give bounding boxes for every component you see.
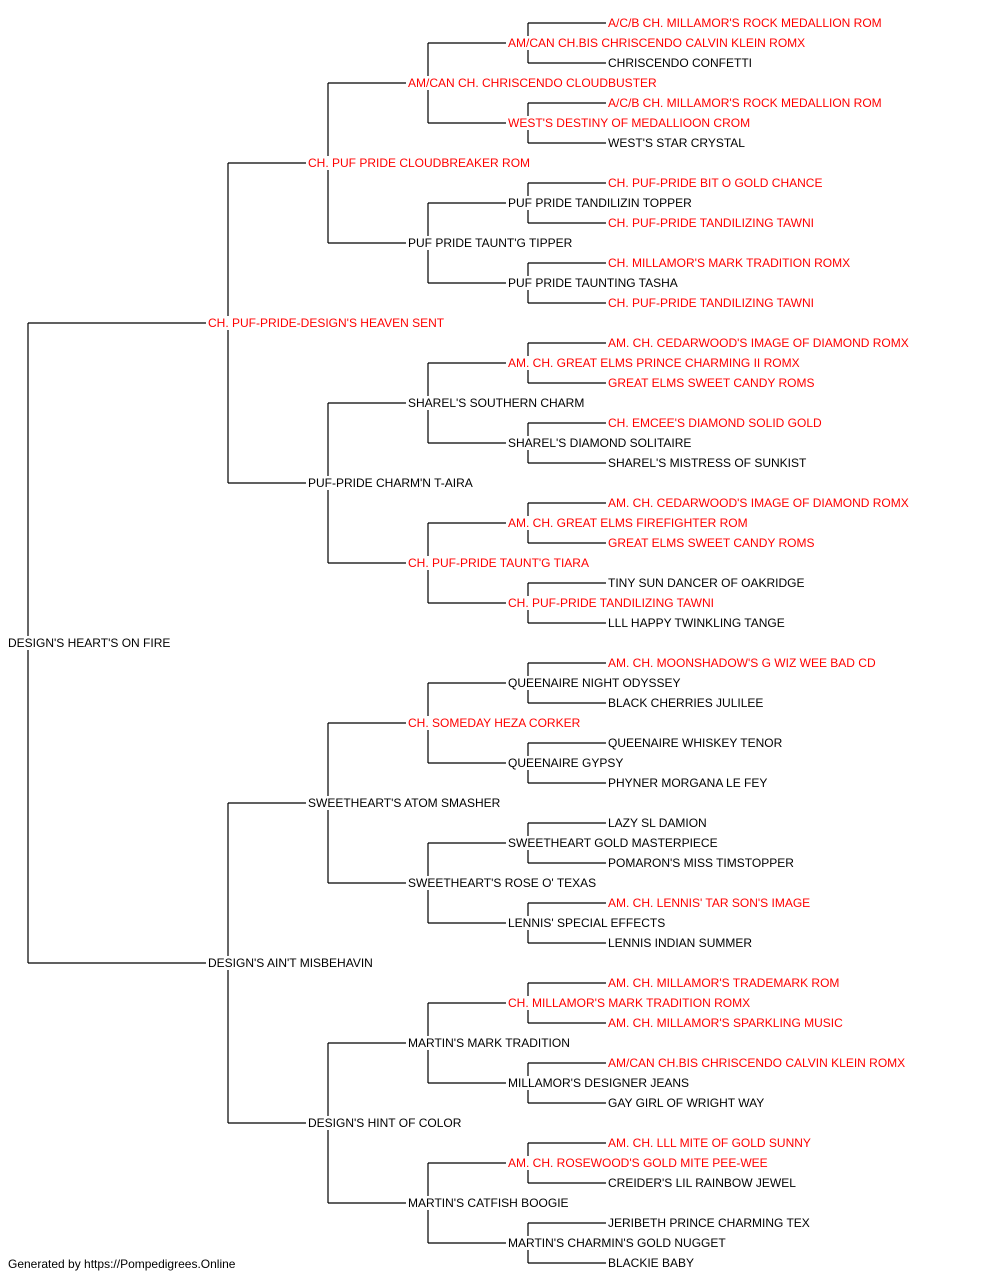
ancestor-name: CH. MILLAMOR'S MARK TRADITION ROMX xyxy=(608,256,851,270)
ancestor-name: PUF PRIDE TAUNTING TASHA xyxy=(508,276,678,290)
ancestor-name: CREIDER'S LIL RAINBOW JEWEL xyxy=(608,1176,796,1190)
ancestor-name: DESIGN'S AIN'T MISBEHAVIN xyxy=(208,956,373,970)
ancestor-name: LENNIS INDIAN SUMMER xyxy=(608,936,753,950)
ancestor-name: GAY GIRL OF WRIGHT WAY xyxy=(608,1096,765,1110)
ancestor-name: LENNIS' SPECIAL EFFECTS xyxy=(508,916,666,930)
ancestor-name: TINY SUN DANCER OF OAKRIDGE xyxy=(608,576,805,590)
ancestor-name: MILLAMOR'S DESIGNER JEANS xyxy=(508,1076,689,1090)
ancestor-name: LAZY SL DAMION xyxy=(608,816,707,830)
footer-credit: Generated by https://Pompedigrees.Online xyxy=(8,1257,236,1271)
ancestor-name: A/C/B CH. MILLAMOR'S ROCK MEDALLION ROM xyxy=(608,96,882,110)
ancestor-name: QUEENAIRE WHISKEY TENOR xyxy=(608,736,783,750)
ancestor-name: GREAT ELMS SWEET CANDY ROMS xyxy=(608,536,815,550)
ancestor-name: BLACKIE BABY xyxy=(608,1256,695,1270)
ancestor-name: MARTIN'S MARK TRADITION xyxy=(408,1036,570,1050)
ancestor-name: AM. CH. GREAT ELMS PRINCE CHARMING II RO… xyxy=(508,356,800,370)
ancestor-name: CH. PUF-PRIDE TANDILIZING TAWNI xyxy=(608,296,815,310)
ancestor-name: CH. PUF-PRIDE TAUNT'G TIARA xyxy=(408,556,589,570)
ancestor-name: SWEETHEART'S ATOM SMASHER xyxy=(308,796,501,810)
ancestor-name: AM/CAN CH.BIS CHRISCENDO CALVIN KLEIN RO… xyxy=(608,1056,906,1070)
ancestor-name: GREAT ELMS SWEET CANDY ROMS xyxy=(608,376,815,390)
ancestor-name: DESIGN'S HINT OF COLOR xyxy=(308,1116,462,1130)
ancestor-name: AM/CAN CH.BIS CHRISCENDO CALVIN KLEIN RO… xyxy=(508,36,806,50)
ancestor-name: SHAREL'S MISTRESS OF SUNKIST xyxy=(608,456,807,470)
ancestor-name: LLL HAPPY TWINKLING TANGE xyxy=(608,616,785,630)
ancestor-name: A/C/B CH. MILLAMOR'S ROCK MEDALLION ROM xyxy=(608,16,882,30)
ancestor-name: CH. MILLAMOR'S MARK TRADITION ROMX xyxy=(508,996,751,1010)
ancestor-name: AM. CH. MOONSHADOW'S G WIZ WEE BAD CD xyxy=(608,656,876,670)
ancestor-name: SWEETHEART GOLD MASTERPIECE xyxy=(508,836,718,850)
ancestor-name: AM/CAN CH. CHRISCENDO CLOUDBUSTER xyxy=(408,76,657,90)
ancestor-name: CH. PUF PRIDE CLOUDBREAKER ROM xyxy=(308,156,531,170)
ancestor-name: CH. PUF-PRIDE TANDILIZING TAWNI xyxy=(608,216,815,230)
ancestor-name: CH. PUF-PRIDE-DESIGN'S HEAVEN SENT xyxy=(208,316,445,330)
ancestor-name: SHAREL'S DIAMOND SOLITAIRE xyxy=(508,436,692,450)
ancestor-name: AM. CH. CEDARWOOD'S IMAGE OF DIAMOND ROM… xyxy=(608,496,909,510)
ancestor-name: CH. SOMEDAY HEZA CORKER xyxy=(408,716,581,730)
ancestor-name: SWEETHEART'S ROSE O' TEXAS xyxy=(408,876,597,890)
ancestor-name: CH. EMCEE'S DIAMOND SOLID GOLD xyxy=(608,416,822,430)
ancestor-name: AM. CH. MILLAMOR'S TRADEMARK ROM xyxy=(608,976,840,990)
ancestor-name: WEST'S DESTINY OF MEDALLIOON CROM xyxy=(508,116,751,130)
ancestor-name: CHRISCENDO CONFETTI xyxy=(608,56,752,70)
ancestor-name: CH. PUF-PRIDE BIT O GOLD CHANCE xyxy=(608,176,823,190)
ancestor-name: MARTIN'S CHARMIN'S GOLD NUGGET xyxy=(508,1236,726,1250)
ancestor-name: POMARON'S MISS TIMSTOPPER xyxy=(608,856,794,870)
ancestor-name: BLACK CHERRIES JULILEE xyxy=(608,696,764,710)
ancestor-name: CH. PUF-PRIDE TANDILIZING TAWNI xyxy=(508,596,715,610)
ancestor-name: WEST'S STAR CRYSTAL xyxy=(608,136,745,150)
ancestor-name: MARTIN'S CATFISH BOOGIE xyxy=(408,1196,569,1210)
ancestor-name: AM. CH. LENNIS' TAR SON'S IMAGE xyxy=(608,896,811,910)
ancestor-name: AM. CH. MILLAMOR'S SPARKLING MUSIC xyxy=(608,1016,843,1030)
ancestor-name: PUF PRIDE TAUNT'G TIPPER xyxy=(408,236,573,250)
ancestor-name: AM. CH. CEDARWOOD'S IMAGE OF DIAMOND ROM… xyxy=(608,336,909,350)
ancestor-name: SHAREL'S SOUTHERN CHARM xyxy=(408,396,585,410)
ancestor-name: QUEENAIRE NIGHT ODYSSEY xyxy=(508,676,681,690)
ancestor-name: PUF-PRIDE CHARM'N T-AIRA xyxy=(308,476,473,490)
ancestor-name: PHYNER MORGANA LE FEY xyxy=(608,776,768,790)
ancestor-name: JERIBETH PRINCE CHARMING TEX xyxy=(608,1216,810,1230)
ancestor-name: QUEENAIRE GYPSY xyxy=(508,756,624,770)
ancestor-name: AM. CH. LLL MITE OF GOLD SUNNY xyxy=(608,1136,811,1150)
ancestor-name: PUF PRIDE TANDILIZIN TOPPER xyxy=(508,196,692,210)
ancestor-name: AM. CH. ROSEWOOD'S GOLD MITE PEE-WEE xyxy=(508,1156,768,1170)
subject-dog-name: DESIGN'S HEART'S ON FIRE xyxy=(8,636,171,650)
ancestor-name: AM. CH. GREAT ELMS FIREFIGHTER ROM xyxy=(508,516,748,530)
